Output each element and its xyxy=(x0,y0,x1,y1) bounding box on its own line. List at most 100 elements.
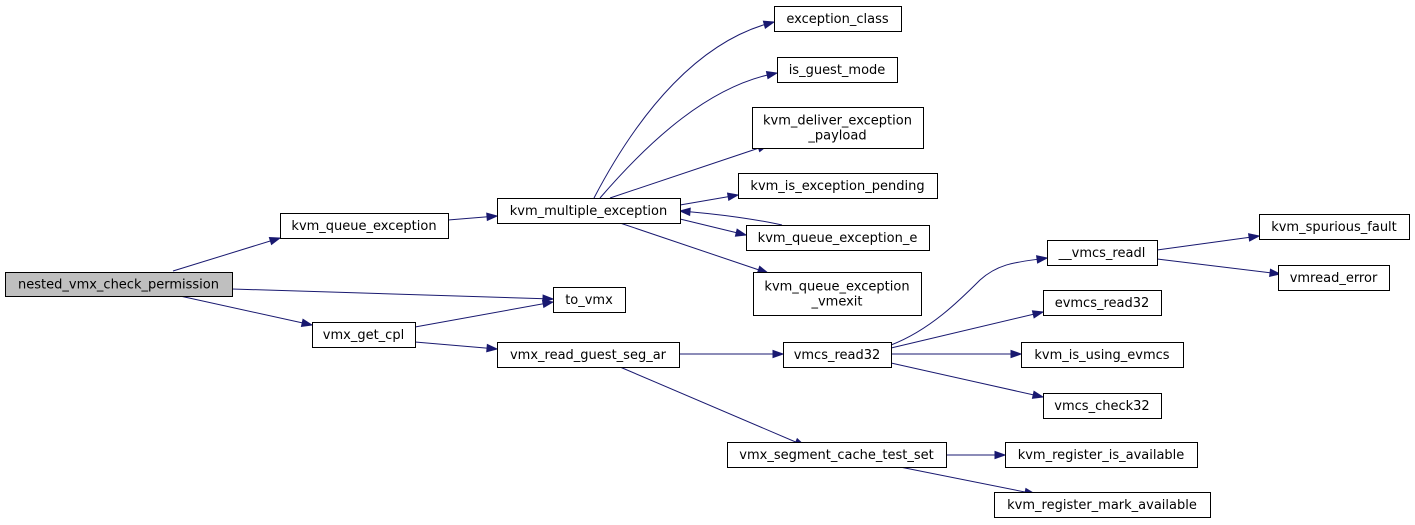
node-vmcs-read32[interactable]: vmcs_read32 xyxy=(783,342,892,368)
edge-nested_vmx_check_permission-to-to_vmx xyxy=(231,288,555,303)
node-label: vmcs_check32 xyxy=(1054,399,1149,414)
node-box xyxy=(280,213,449,239)
node-box xyxy=(783,342,892,368)
node-box xyxy=(746,225,930,251)
edge-line xyxy=(890,362,1044,398)
edge-vmx_read_guest_seg_ar-to-vmcs_read32 xyxy=(679,349,785,359)
edge-line xyxy=(172,237,281,272)
arrowhead-icon xyxy=(1031,390,1045,399)
node-kvm-register-is-available[interactable]: kvm_register_is_available xyxy=(1005,442,1198,468)
node-label: vmx_get_cpl xyxy=(323,328,404,343)
node-label: vmread_error xyxy=(1290,271,1378,286)
edge-line xyxy=(593,21,775,199)
edge-kvm_multiple_exception-to-kvm_queue_exception_vmexit xyxy=(619,222,770,274)
node-evmcs-read32[interactable]: evmcs_read32 xyxy=(1043,290,1162,316)
arrowhead-icon xyxy=(268,236,282,246)
node-label: vmx_segment_cache_test_set xyxy=(739,448,933,463)
edge-nested_vmx_check_permission-to-vmx_get_cpl xyxy=(179,295,314,327)
node-vmcs-readl[interactable]: __vmcs_readl xyxy=(1047,240,1158,266)
edge-line xyxy=(414,301,554,328)
edge-vmx_segment_cache_test_set-to-kvm_register_is_available xyxy=(946,450,1007,460)
node-label: evmcs_read32 xyxy=(1055,296,1150,311)
arrowhead-icon xyxy=(541,299,555,309)
node-label: kvm_multiple_exception xyxy=(510,204,668,219)
arrowhead-icon xyxy=(1031,310,1045,319)
edge-line xyxy=(679,218,747,236)
edge-vmcs_read32-to-kvm_is_using_evmcs xyxy=(891,349,1023,359)
node-label: nested_vmx_check_permission xyxy=(18,278,219,293)
node-kvm-queue-exception-vmexit[interactable]: kvm_queue_exception_vmexit xyxy=(753,272,922,316)
edge-vmcs_read32-to-__vmcs_readl xyxy=(890,255,1049,346)
edge-line xyxy=(1156,235,1260,251)
edge-__vmcs_readl-to-vmread_error xyxy=(1156,258,1282,278)
node-vmcs-check32[interactable]: vmcs_check32 xyxy=(1043,393,1162,419)
edge-vmcs_read32-to-evmcs_read32 xyxy=(890,310,1045,349)
node-exception-class[interactable]: exception_class xyxy=(774,6,902,32)
node-kvm-deliver-exception-payload[interactable]: kvm_deliver_exception_payload xyxy=(752,107,924,149)
node-vmx-segment-cache-test-set[interactable]: vmx_segment_cache_test_set xyxy=(727,442,947,468)
node-vmx-get-cpl[interactable]: vmx_get_cpl xyxy=(312,322,416,348)
edge-kvm_multiple_exception-to-exception_class xyxy=(593,20,776,199)
node-box xyxy=(553,287,626,313)
node-kvm-is-using-evmcs[interactable]: kvm_is_using_evmcs xyxy=(1021,342,1184,368)
node-box xyxy=(738,173,938,199)
node-box xyxy=(497,198,681,224)
node-is-guest-mode[interactable]: is_guest_mode xyxy=(777,57,898,83)
edge-kvm_queue_exception_e-to-kvm_multiple_exception xyxy=(678,207,783,226)
node-label: kvm_is_using_evmcs xyxy=(1034,348,1169,363)
node-kvm-is-exception-pending[interactable]: kvm_is_exception_pending xyxy=(738,173,938,199)
node-box xyxy=(752,107,924,149)
nodes-layer: nested_vmx_check_permission kvm_queue_exc… xyxy=(5,6,1410,518)
node-kvm-spurious-fault[interactable]: kvm_spurious_fault xyxy=(1259,214,1410,240)
arrowhead-icon xyxy=(726,192,740,202)
node-label: kvm_queue_exception xyxy=(291,219,436,234)
node-vmread-error[interactable]: vmread_error xyxy=(1278,265,1390,291)
node-label: _payload xyxy=(807,129,866,144)
node-box xyxy=(5,272,233,297)
arrowhead-icon xyxy=(1269,268,1282,278)
node-nested-vmx-check-permission[interactable]: nested_vmx_check_permission xyxy=(5,272,233,297)
node-box xyxy=(994,492,1211,518)
edge-__vmcs_readl-to-kvm_spurious_fault xyxy=(1156,233,1261,251)
node-box xyxy=(727,442,947,468)
node-box xyxy=(1043,290,1162,316)
node-box xyxy=(312,322,416,348)
node-label: __vmcs_readl xyxy=(1058,246,1146,261)
arrowhead-icon xyxy=(734,228,748,237)
node-kvm-register-mark-available[interactable]: kvm_register_mark_available xyxy=(994,492,1211,518)
node-label: exception_class xyxy=(786,12,889,27)
edge-vmcs_read32-to-vmcs_check32 xyxy=(890,362,1045,399)
edge-line xyxy=(899,466,1036,495)
edge-line xyxy=(1156,258,1281,275)
node-label: kvm_register_mark_available xyxy=(1007,498,1197,513)
arrowhead-icon xyxy=(1010,349,1023,359)
node-label: vmcs_read32 xyxy=(794,348,881,363)
edge-line xyxy=(619,222,769,274)
node-box xyxy=(1043,393,1162,419)
edge-line xyxy=(890,311,1044,349)
arrowhead-icon xyxy=(486,212,499,222)
node-kvm-queue-exception[interactable]: kvm_queue_exception xyxy=(280,213,449,239)
edge-kvm_multiple_exception-to-kvm_queue_exception_e xyxy=(679,218,748,237)
arrowhead-icon xyxy=(678,207,691,217)
node-label: kvm_deliver_exception xyxy=(763,114,912,129)
node-label: kvm_spurious_fault xyxy=(1271,220,1397,235)
node-kvm-multiple-exception[interactable]: kvm_multiple_exception xyxy=(497,198,681,224)
node-box xyxy=(1005,442,1198,468)
node-box xyxy=(1278,265,1390,291)
edge-line xyxy=(619,366,806,447)
node-label: is_guest_mode xyxy=(789,63,886,78)
edge-line xyxy=(609,144,769,199)
arrowhead-icon xyxy=(994,450,1007,460)
edge-vmx_get_cpl-to-to_vmx xyxy=(414,299,555,328)
arrowhead-icon xyxy=(762,20,776,29)
edge-line xyxy=(414,341,498,350)
node-box xyxy=(1047,240,1158,266)
edge-line xyxy=(179,295,313,326)
node-box xyxy=(1259,214,1410,240)
node-to-vmx[interactable]: to_vmx xyxy=(553,287,626,313)
edge-nested_vmx_check_permission-to-kvm_queue_exception xyxy=(172,236,282,272)
node-vmx-read-guest-seg-ar[interactable]: vmx_read_guest_seg_ar xyxy=(497,342,680,368)
node-kvm-queue-exception-e[interactable]: kvm_queue_exception_e xyxy=(746,225,930,251)
